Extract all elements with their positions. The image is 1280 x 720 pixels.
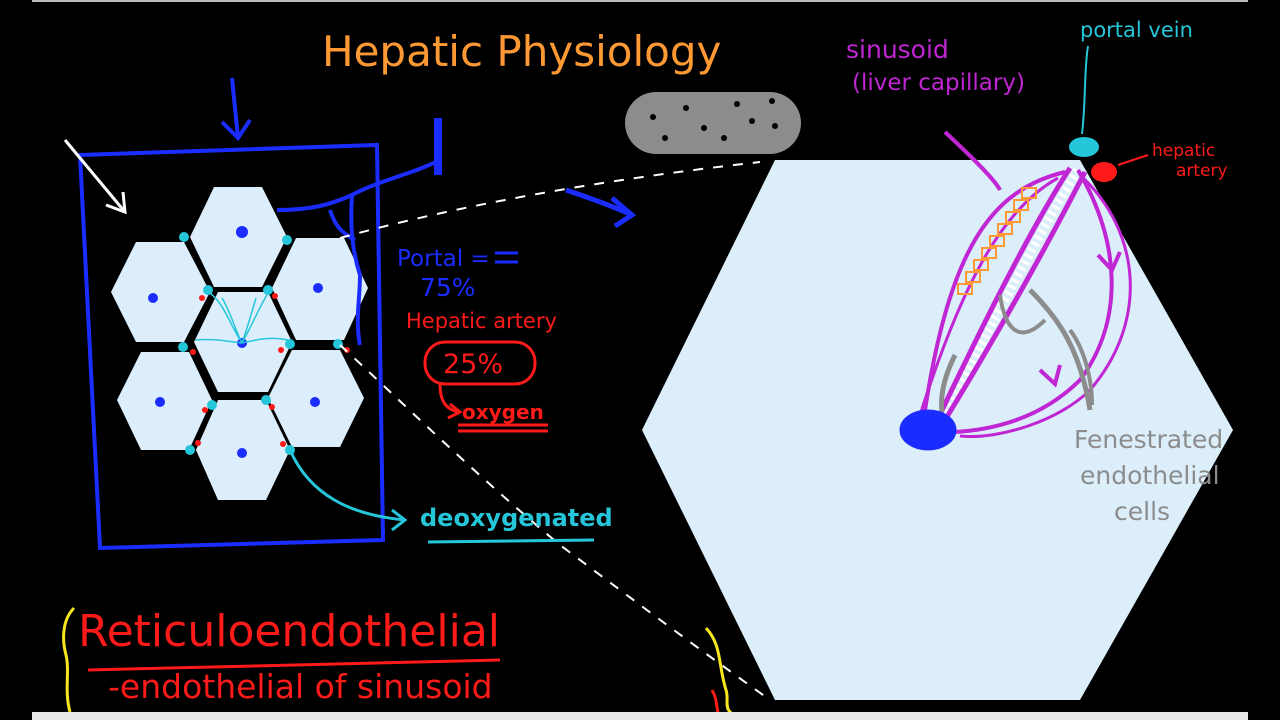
portal-vein-label: portal vein — [1080, 18, 1193, 42]
bottom-scrollbar[interactable] — [32, 712, 1248, 720]
hepatic-artery-label-2: artery — [1176, 161, 1228, 181]
lobule-hexagon — [111, 242, 210, 342]
oxygen-label: oxygen — [462, 400, 544, 424]
down-arrow-icon — [220, 77, 252, 142]
liver-tissue-frame — [77, 142, 386, 551]
portal-vein-branch — [276, 118, 442, 346]
zoom-guide-lines — [339, 161, 771, 701]
lobule-hexagon — [190, 187, 287, 287]
sinusoid-sublabel: (liver capillary) — [852, 70, 1025, 96]
artery-percent-value: 25% — [443, 349, 503, 380]
lobule-cluster — [111, 187, 368, 500]
endothelial-of-sinusoid-text: -endothelial of sinusoid — [108, 667, 493, 706]
portal-percent-label: Portal = — [397, 246, 490, 272]
fenestrated-label-2: endothelial — [1080, 461, 1220, 490]
fenestrated-label-3: cells — [1114, 497, 1170, 526]
fenestrated-label-1: Fenestrated — [1074, 425, 1223, 454]
deoxygenated-arrow — [288, 449, 595, 544]
top-rule — [32, 0, 1248, 2]
hepatic-artery-label-1: hepatic — [1152, 141, 1215, 161]
portal-vein-dot — [1069, 137, 1099, 157]
fenestrated-pointer — [1068, 328, 1094, 406]
reticuloendothelial-heading: Reticuloendothelial — [78, 606, 500, 657]
white-arrow-icon — [63, 139, 127, 215]
page-title: Hepatic Physiology — [322, 27, 721, 76]
hepatic-artery-text: Hepatic artery — [406, 309, 557, 333]
deoxygenated-label: deoxygenated — [420, 504, 613, 532]
central-vein — [899, 409, 957, 451]
blood-vessel-cross-section — [625, 92, 801, 154]
hepatic-artery-dot — [1091, 162, 1117, 182]
sinusoid-label: sinusoid — [846, 35, 949, 64]
heading-underline — [87, 658, 501, 672]
equals-sign — [495, 251, 518, 264]
artery-percent-circle — [423, 340, 548, 433]
portal-percent-value: 75% — [420, 273, 476, 302]
yellow-bracket — [62, 606, 743, 720]
right-arrow-icon — [565, 187, 637, 229]
